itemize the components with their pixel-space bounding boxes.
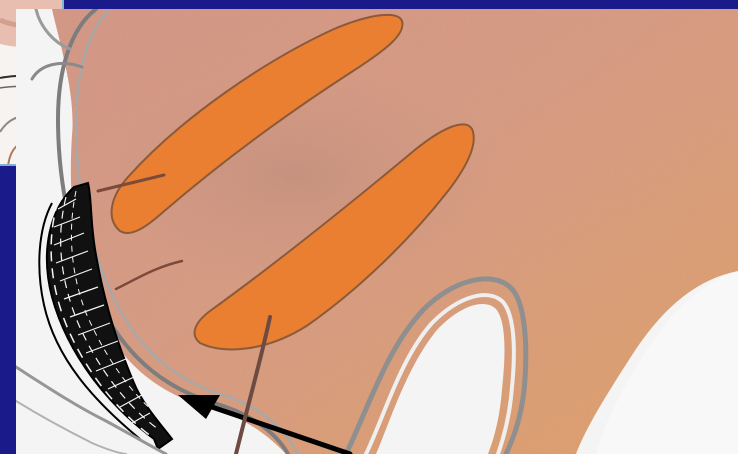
blue-frame-top [64, 0, 738, 9]
anatomy-illustration [16, 9, 738, 454]
illustration-canvas [16, 9, 738, 454]
blue-frame-left [0, 166, 16, 454]
